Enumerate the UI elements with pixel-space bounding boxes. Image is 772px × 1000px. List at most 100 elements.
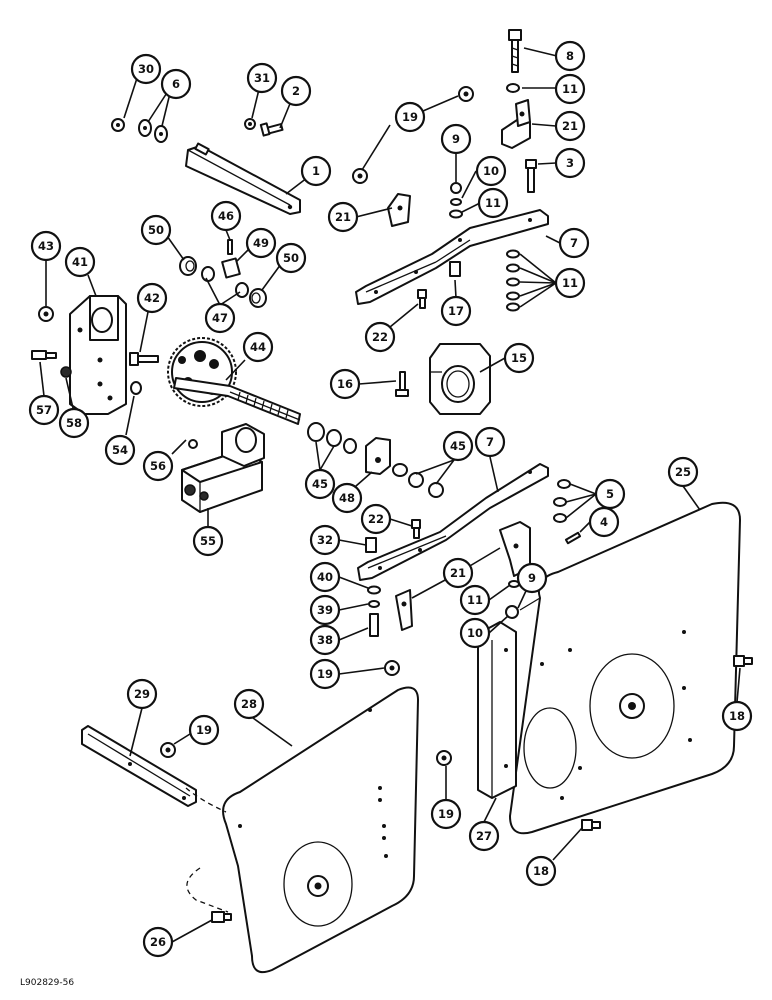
svg-text:26: 26 (150, 935, 166, 949)
callout-27: 27 (468, 820, 500, 852)
bracket-bar-part-1 (185, 142, 301, 215)
callout-16: 16 (329, 368, 361, 400)
svg-text:22: 22 (372, 330, 388, 344)
drawing-reference-code: L902829-56 (20, 978, 75, 988)
callout-6: 6 (160, 68, 192, 100)
callout-11-lower: 11 (459, 584, 491, 616)
svg-text:21: 21 (562, 119, 578, 133)
svg-text:19: 19 (438, 807, 454, 821)
callout-9-top: 9 (440, 123, 472, 155)
svg-text:18: 18 (729, 709, 745, 723)
svg-text:7: 7 (570, 236, 578, 250)
nut-washer-stack (307, 422, 444, 498)
svg-text:9: 9 (452, 132, 460, 146)
callout-49: 49 (245, 227, 277, 259)
svg-text:18: 18 (533, 864, 549, 878)
callout-22-lower: 22 (360, 503, 392, 535)
svg-text:49: 49 (253, 236, 269, 250)
callout-4: 4 (588, 506, 620, 538)
callout-19-mid: 19 (309, 658, 341, 690)
callout-22-upper: 22 (364, 321, 396, 353)
callout-46: 46 (210, 200, 242, 232)
callout-11-stack: 11 (554, 267, 586, 299)
callout-19-top: 19 (394, 101, 426, 133)
callout-57: 57 (28, 394, 60, 426)
callout-45-left: 45 (304, 468, 336, 500)
svg-text:21: 21 (450, 566, 466, 580)
svg-text:11: 11 (485, 196, 501, 210)
callout-9-lower: 9 (516, 562, 548, 594)
callout-26: 26 (142, 926, 174, 958)
svg-text:57: 57 (36, 403, 52, 417)
svg-text:28: 28 (241, 697, 257, 711)
callout-11-mid: 11 (477, 187, 509, 219)
svg-text:39: 39 (317, 603, 333, 617)
callout-21-lower: 21 (442, 557, 474, 589)
callout-44: 44 (242, 331, 274, 363)
svg-text:3: 3 (566, 156, 574, 170)
callout-29: 29 (126, 678, 158, 710)
svg-text:17: 17 (448, 304, 464, 318)
callout-21-top: 21 (554, 110, 586, 142)
bearing-block-part-15 (395, 343, 491, 415)
bolts-18 (581, 655, 753, 831)
callout-10-top: 10 (475, 155, 507, 187)
svg-text:32: 32 (317, 533, 333, 547)
svg-text:11: 11 (562, 82, 578, 96)
callout-2: 2 (280, 75, 312, 107)
svg-text:42: 42 (144, 291, 160, 305)
callout-39: 39 (309, 594, 341, 626)
shaft-threads (237, 391, 289, 419)
svg-text:44: 44 (250, 340, 266, 354)
callout-11-top: 11 (554, 73, 586, 105)
svg-text:9: 9 (528, 571, 536, 585)
sprocket-shaft-part-44 (167, 337, 301, 425)
callout-7-upper: 7 (558, 227, 590, 259)
callout-31: 31 (246, 62, 278, 94)
svg-text:58: 58 (66, 416, 82, 430)
bushings-group (179, 239, 267, 308)
svg-text:54: 54 (112, 443, 128, 457)
svg-text:4: 4 (600, 515, 608, 529)
svg-text:30: 30 (138, 62, 154, 76)
callout-50-right: 50 (275, 242, 307, 274)
svg-text:8: 8 (566, 49, 574, 63)
callout-38: 38 (309, 624, 341, 656)
callout-32: 32 (309, 524, 341, 556)
callout-21-mid: 21 (327, 201, 359, 233)
svg-text:55: 55 (200, 534, 216, 548)
callout-8: 8 (554, 40, 586, 72)
angle-strip-part-27 (477, 621, 517, 799)
svg-text:43: 43 (38, 239, 54, 253)
callout-50-left: 50 (140, 214, 172, 246)
svg-text:10: 10 (483, 164, 499, 178)
callout-48: 48 (331, 482, 363, 514)
svg-text:56: 56 (150, 459, 166, 473)
svg-text:7: 7 (486, 435, 494, 449)
svg-text:47: 47 (212, 311, 228, 325)
callout-19-left: 19 (188, 714, 220, 746)
svg-text:19: 19 (196, 723, 212, 737)
callout-56: 56 (142, 450, 174, 482)
svg-text:50: 50 (148, 223, 164, 237)
callout-28: 28 (233, 688, 265, 720)
callout-3: 3 (554, 147, 586, 179)
svg-text:45: 45 (450, 439, 466, 453)
svg-text:38: 38 (317, 633, 333, 647)
svg-text:19: 19 (317, 667, 333, 681)
callout-30: 30 (130, 53, 162, 85)
callout-7-lower: 7 (474, 426, 506, 458)
nuts-19-lower (160, 742, 452, 766)
svg-text:15: 15 (511, 351, 527, 365)
svg-text:46: 46 (218, 209, 234, 223)
callout-18-right: 18 (721, 700, 753, 732)
callout-18-bottom: 18 (525, 855, 557, 887)
hardware-top-left (111, 118, 284, 143)
svg-text:5: 5 (606, 487, 614, 501)
angle-bracket-part-29 (81, 725, 197, 807)
callout-15: 15 (503, 342, 535, 374)
callout-42: 42 (136, 282, 168, 314)
callout-55: 55 (192, 525, 224, 557)
svg-text:22: 22 (368, 512, 384, 526)
support-bar-lower-part-7 (357, 463, 549, 676)
